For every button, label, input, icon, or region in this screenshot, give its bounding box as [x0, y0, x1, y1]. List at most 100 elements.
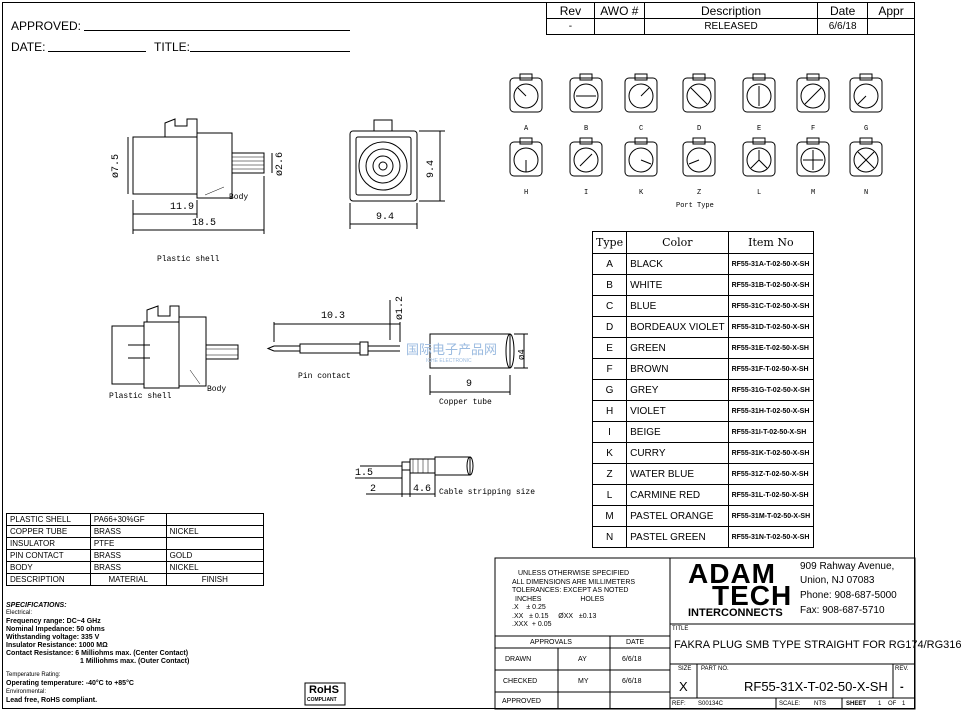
- watermark-sub: ICHE ELECTRONIC: [426, 358, 472, 364]
- drawn-by: AY: [578, 656, 587, 663]
- item-no-cell: RF55-31M-T-02-50-X-SH: [727, 505, 815, 527]
- port-type-label: Port Type: [676, 202, 714, 210]
- item-no-cell: RF55-31I-T-02-50-X-SH: [727, 421, 815, 443]
- address-line2: Union, NJ 07083: [800, 575, 875, 586]
- revision-table: Rev AWO # Description Date Appr - RELEAS…: [546, 2, 915, 35]
- finish-cell: FINISH: [165, 573, 265, 586]
- description-value: RELEASED: [643, 18, 819, 35]
- finish-cell: NICKEL: [165, 525, 265, 538]
- approved-label: APPROVED: [502, 698, 541, 705]
- port-letter: C: [639, 125, 644, 133]
- type-cell: M: [591, 505, 628, 527]
- spec-heading: SPECIFICATIONS:: [6, 602, 67, 609]
- tolerance-line: INCHES HOLES: [515, 595, 605, 603]
- dim-9-4-vertical: 9.4: [426, 159, 437, 178]
- port-letter: A: [524, 125, 529, 133]
- material-cell: BRASS: [89, 525, 167, 538]
- checked-date: 6/6/18: [622, 678, 642, 685]
- spec-electrical-label: Electrical:: [6, 610, 33, 616]
- date-line: [48, 51, 146, 52]
- material-cell: MATERIAL: [89, 573, 167, 586]
- dim-1-5: 1.5: [355, 468, 374, 479]
- appr-value: [867, 18, 915, 35]
- port-letter: K: [639, 189, 644, 197]
- item-no-cell: RF55-31G-T-02-50-X-SH: [727, 379, 815, 401]
- rohs-sub: COMPLIANT: [307, 697, 337, 703]
- finish-cell: NICKEL: [165, 561, 265, 574]
- approved-label: APPROVED:: [11, 19, 82, 33]
- item-no-cell: RF55-31N-T-02-50-X-SH: [727, 526, 815, 548]
- fax: Fax: 908-687-5710: [800, 605, 885, 616]
- finish-cell: [165, 513, 265, 526]
- type-cell: A: [591, 253, 628, 275]
- color-cell: BLUE: [626, 295, 729, 317]
- type-cell: Z: [591, 463, 628, 485]
- color-cell: CARMINE RED: [626, 484, 729, 506]
- watermark: 国际电子产品网: [406, 342, 498, 357]
- dim-10-3: 10.3: [321, 311, 346, 322]
- type-cell: B: [591, 274, 628, 296]
- color-cell: GREEN: [626, 337, 729, 359]
- cable-stripping-label: Cable stripping size: [439, 488, 536, 497]
- type-cell: F: [591, 358, 628, 380]
- dim-diam-1-2: ø1.2: [395, 295, 406, 320]
- finish-cell: [165, 537, 265, 550]
- spec-line: Frequency range: DC~4 GHz: [6, 618, 101, 625]
- type-cell: C: [591, 295, 628, 317]
- front-view-drawing: [349, 119, 445, 229]
- type-cell: L: [591, 484, 628, 506]
- color-cell: BROWN: [626, 358, 729, 380]
- color-cell: WATER BLUE: [626, 463, 729, 485]
- color-cell: PASTEL ORANGE: [626, 505, 729, 527]
- dim-diam-7-5: ø7.5: [111, 153, 122, 178]
- drawing-title: FAKRA PLUG SMB TYPE STRAIGHT FOR RG174/R…: [674, 639, 962, 651]
- phone: Phone: 908-687-5000: [800, 590, 897, 601]
- dim-9-4-horizontal: 9.4: [376, 212, 395, 223]
- tolerance-line: TOLERANCES: EXCEPT AS NOTED: [512, 587, 629, 594]
- body-label: Body: [229, 193, 249, 202]
- port-letter: H: [524, 189, 529, 197]
- port-letter: E: [757, 125, 762, 133]
- material-cell: PTFE: [89, 537, 167, 550]
- type-cell: G: [591, 379, 628, 401]
- logo-interconnects: INTERCONNECTS: [688, 607, 783, 619]
- item-no-cell: RF55-31Z-T-02-50-X-SH: [727, 463, 815, 485]
- item-no-cell: RF55-31A-T-02-50-X-SH: [727, 253, 815, 275]
- spec-temp-label: Temperature Rating:: [6, 672, 61, 678]
- type-cell: N: [591, 526, 628, 548]
- size-label: SIZE: [678, 666, 692, 672]
- dim-2: 2: [370, 484, 377, 495]
- pin-contact-label: Pin contact: [298, 372, 351, 381]
- type-header: Type: [591, 231, 628, 254]
- item-no-cell: RF55-31F-T-02-50-X-SH: [727, 358, 815, 380]
- dim-9: 9: [466, 379, 473, 390]
- color-cell: BEIGE: [626, 421, 729, 443]
- port-letter: D: [697, 125, 702, 133]
- title-line: [190, 51, 350, 52]
- spec-line: Withstanding voltage: 335 V: [6, 634, 100, 641]
- tolerance-line: .XXX + 0.05: [512, 621, 552, 628]
- spec-line: 1 Milliohms max. (Outer Contact): [80, 658, 190, 665]
- rev-label: REV.: [895, 666, 909, 672]
- tolerance-line: .XX ± 0.15 ØXX ±0.13: [512, 612, 597, 620]
- item-no-cell: RF55-31L-T-02-50-X-SH: [727, 484, 815, 506]
- date-label: DATE:: [11, 40, 46, 54]
- color-cell: PASTEL GREEN: [626, 526, 729, 548]
- plastic-shell-label-2: Plastic shell: [109, 392, 172, 401]
- spec-env-line: Lead free, RoHS compliant.: [6, 697, 98, 704]
- exploded-view-drawing: [111, 300, 528, 395]
- dim-18-5: 18.5: [192, 218, 217, 229]
- port-letter: I: [584, 189, 589, 197]
- color-cell: GREY: [626, 379, 729, 401]
- port-letter: N: [864, 189, 869, 197]
- approvals-header: APPROVALS: [530, 639, 572, 646]
